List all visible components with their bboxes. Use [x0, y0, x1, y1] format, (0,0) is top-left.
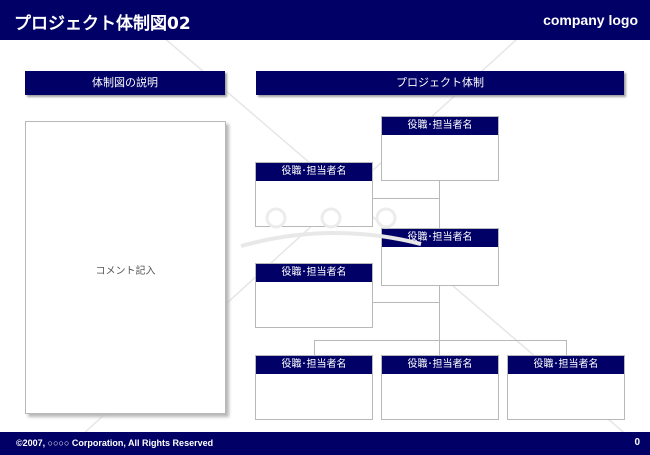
company-logo: company logo — [543, 12, 638, 28]
comment-box[interactable]: コメント記入 — [25, 121, 226, 414]
connector-top-middle — [439, 180, 440, 228]
role-card-bottom-3[interactable]: 役職･担当者名 — [507, 355, 625, 420]
right-section-heading: プロジェクト体制 — [256, 71, 624, 95]
page-title: プロジェクト体制図02 — [14, 14, 191, 34]
role-card-bottom-1[interactable]: 役職･担当者名 — [255, 355, 373, 420]
role-label: 役職･担当者名 — [256, 356, 372, 374]
connector-middle-bottom — [439, 286, 440, 355]
role-label: 役職･担当者名 — [256, 163, 372, 181]
connector-left-lower — [373, 302, 440, 303]
role-card-left-lower[interactable]: 役職･担当者名 — [255, 263, 373, 328]
role-label: 役職･担当者名 — [382, 229, 498, 247]
footer-bar: ©2007, ○○○○ Corporation, All Rights Rese… — [0, 432, 650, 455]
role-label: 役職･担当者名 — [508, 356, 624, 374]
copyright-text: ©2007, ○○○○ Corporation, All Rights Rese… — [16, 438, 214, 448]
connector-bottom-1 — [314, 340, 315, 355]
role-card-middle[interactable]: 役職･担当者名 — [381, 228, 499, 286]
role-label: 役職･担当者名 — [382, 356, 498, 374]
connector-bottom-3 — [566, 340, 567, 355]
page-number: 0 — [634, 437, 640, 448]
header-bar: プロジェクト体制図02 company logo — [0, 0, 650, 40]
connector-bottom-horizontal — [314, 340, 567, 341]
comment-placeholder: コメント記入 — [95, 266, 156, 277]
role-label: 役職･担当者名 — [256, 264, 372, 282]
connector-left-upper — [373, 198, 440, 199]
role-label: 役職･担当者名 — [382, 117, 498, 135]
role-card-bottom-2[interactable]: 役職･担当者名 — [381, 355, 499, 420]
role-card-top[interactable]: 役職･担当者名 — [381, 116, 499, 181]
role-card-left-upper[interactable]: 役職･担当者名 — [255, 162, 373, 227]
left-section-heading: 体制図の説明 — [25, 71, 225, 95]
